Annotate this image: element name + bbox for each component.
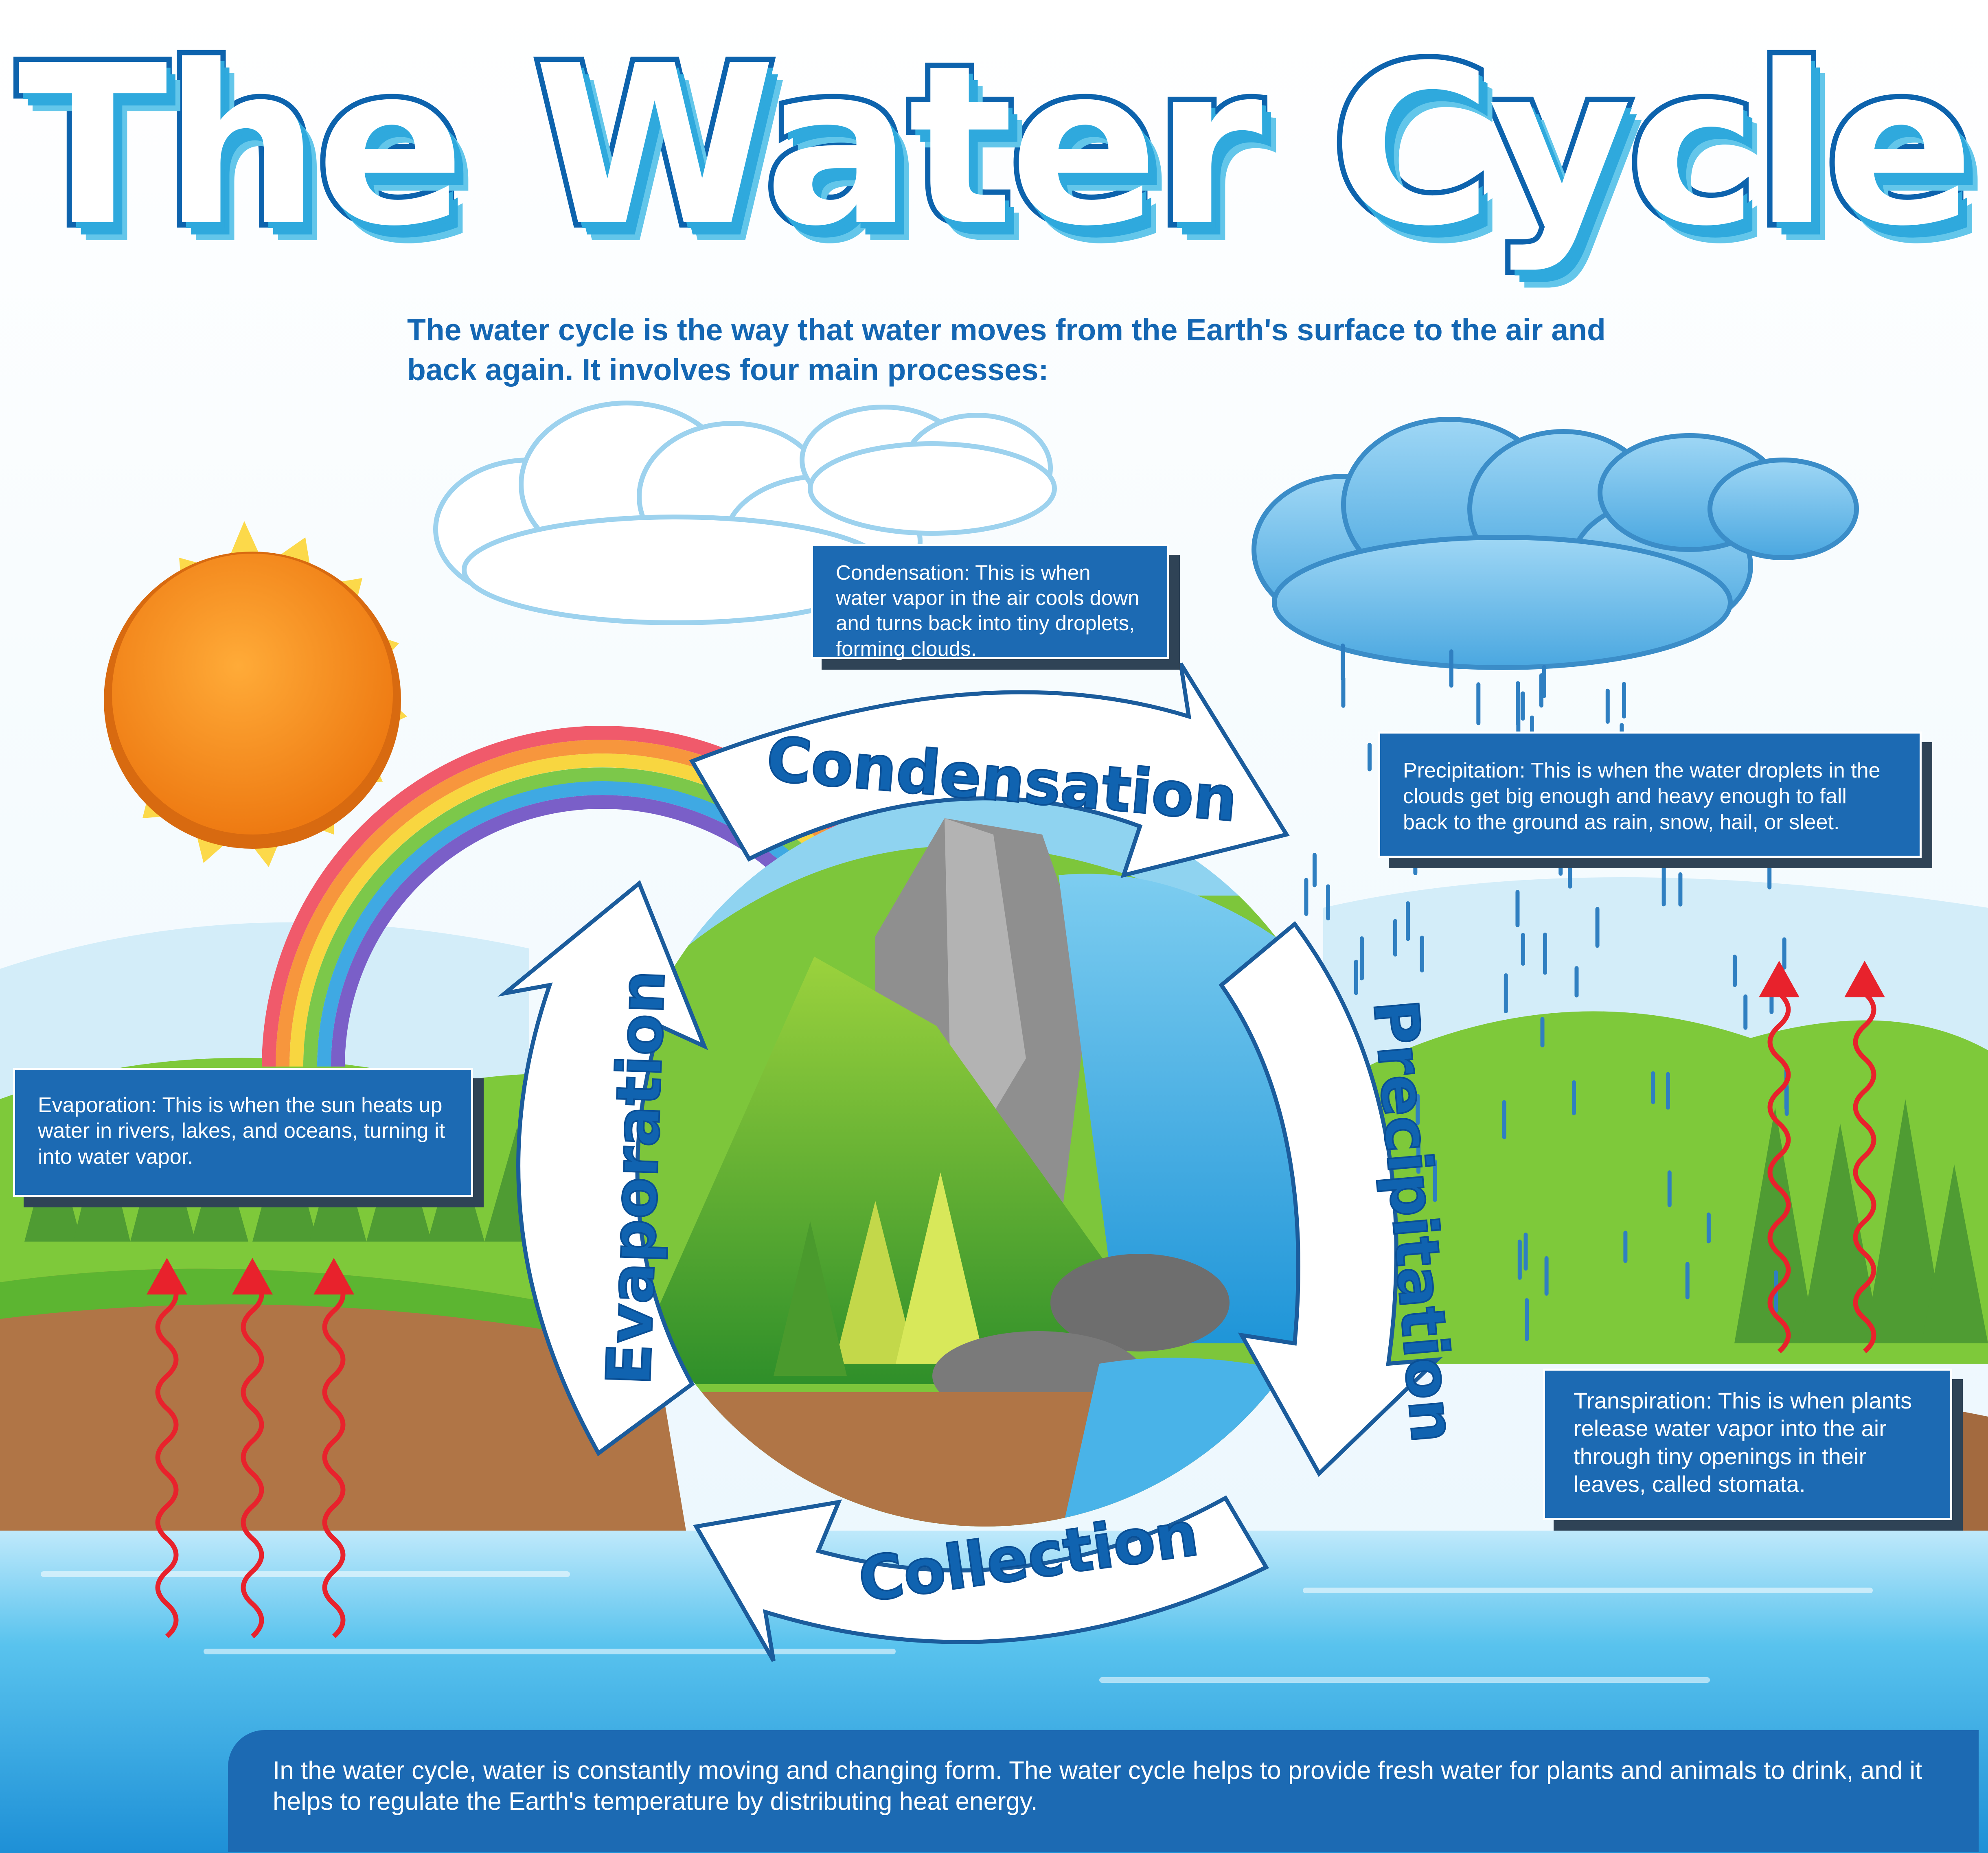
intro-text: The water cycle is the way that water mo… — [407, 313, 1606, 387]
wavy-arrow — [1853, 991, 1876, 1354]
evaporation-info-box: Evaporation: This is when the sun heats … — [13, 1068, 473, 1197]
wavy-arrow — [155, 1276, 179, 1638]
summary-box: In the water cycle, water is constantly … — [228, 1730, 1979, 1852]
stage-label-evaporation: Evaporation — [593, 968, 679, 1387]
transpiration-waves — [1759, 961, 1885, 1354]
arrow-head-icon — [313, 1258, 354, 1294]
condensation-info-box: Condensation: This is when water vapor i… — [811, 544, 1169, 660]
white-cloud — [433, 401, 1057, 625]
precipitation-info-box: Precipitation: This is when the water dr… — [1378, 732, 1922, 858]
transpiration-info-box: Transpiration: This is when plants relea… — [1543, 1369, 1952, 1520]
central-scene — [619, 794, 1352, 1527]
arrow-head-icon — [1759, 961, 1800, 997]
wavy-arrow — [322, 1276, 346, 1638]
wavy-arrow — [1767, 991, 1791, 1354]
rain-cloud — [1252, 417, 1859, 670]
page-title: The Water Cycle — [12, 19, 1979, 274]
arrow-head-icon — [232, 1258, 273, 1294]
cycle-arrows — [497, 662, 1443, 1662]
sun-icon — [104, 521, 407, 867]
wavy-arrow — [241, 1276, 264, 1638]
arrow-head-icon — [1844, 961, 1885, 997]
evaporation-waves — [147, 1258, 354, 1638]
arrow-head-icon — [147, 1258, 187, 1294]
